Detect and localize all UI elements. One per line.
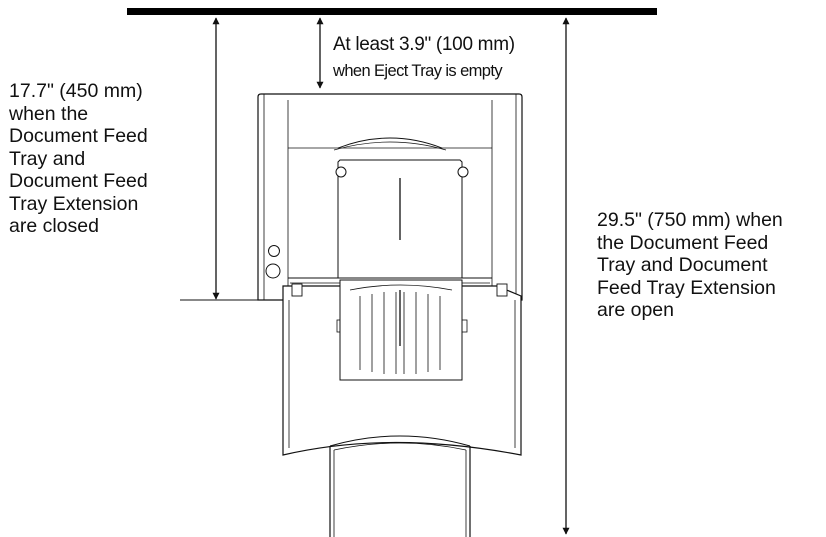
clearance-label-line1: At least 3.9" (100 mm)	[333, 34, 515, 55]
ceiling-line	[127, 8, 657, 15]
closed-height-label: 17.7" (450 mm) when the Document Feed Tr…	[9, 80, 148, 237]
closed-height-arrow	[180, 17, 258, 301]
clearance-label-line2: when Eject Tray is empty	[333, 62, 503, 80]
button-large	[265, 263, 281, 279]
button-small	[268, 245, 280, 257]
open-height-label: 29.5" (750 mm) when the Document Feed Tr…	[597, 209, 783, 321]
scanner-illustration	[257, 93, 523, 537]
